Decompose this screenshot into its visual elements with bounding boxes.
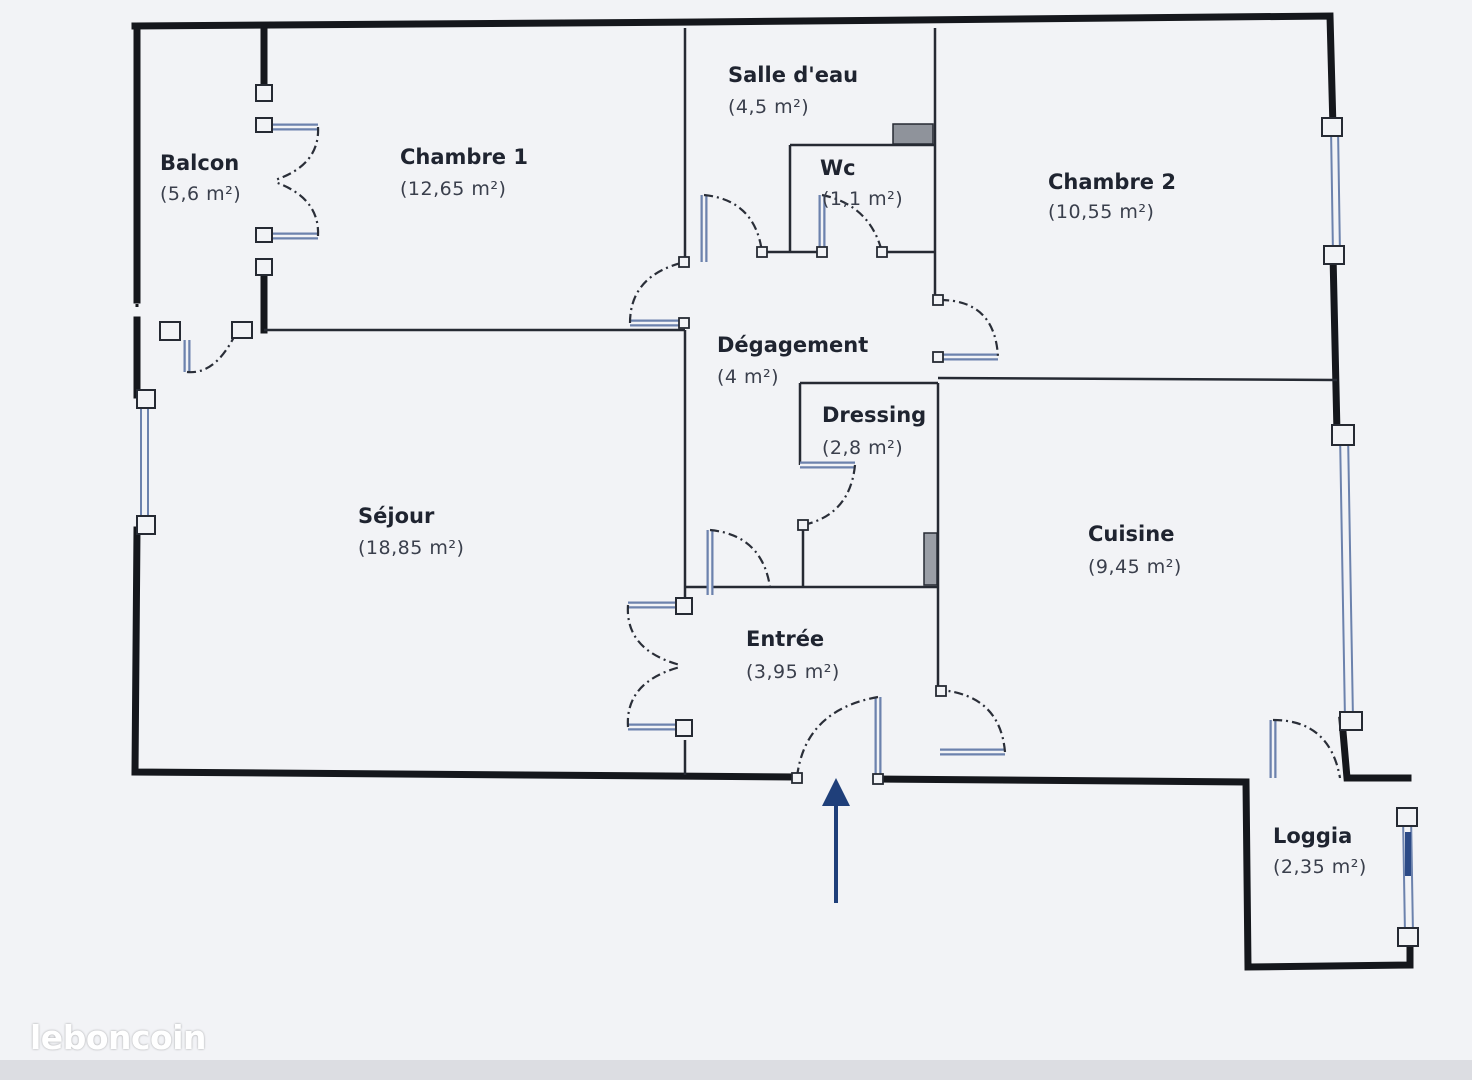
room-name: Dressing: [822, 403, 926, 427]
outer-walls: [131, 12, 1414, 971]
column: [923, 532, 938, 586]
room-area: (9,45 m²): [1088, 556, 1182, 578]
room-balcon: Balcon (5,6 m²): [160, 151, 241, 205]
room-salle-d-eau: Salle d'eau (4,5 m²): [728, 63, 858, 118]
room-area: (4,5 m²): [728, 96, 809, 118]
room-name: Séjour: [358, 504, 435, 528]
room-area: (5,6 m²): [160, 183, 241, 205]
room-area: (3,95 m²): [746, 661, 840, 683]
room-name: Dégagement: [717, 333, 868, 357]
partitions: [264, 28, 1338, 775]
room-name: Loggia: [1273, 824, 1352, 848]
room-cuisine: Cuisine (9,45 m²): [1088, 522, 1182, 578]
room-sejour: Séjour (18,85 m²): [358, 504, 464, 559]
room-name: Wc: [820, 156, 856, 180]
room-chambre-1: Chambre 1 (12,65 m²): [400, 145, 528, 200]
room-name: Chambre 2: [1048, 170, 1176, 194]
room-area: (1,1 m²): [822, 188, 903, 210]
watermark-logo: leboncoin: [30, 1018, 207, 1057]
room-name: Entrée: [746, 627, 824, 651]
room-name: Cuisine: [1088, 522, 1174, 546]
windows: [140, 127, 1414, 936]
room-name: Chambre 1: [400, 145, 528, 169]
room-area: (2,35 m²): [1273, 856, 1367, 878]
room-area: (10,55 m²): [1048, 201, 1154, 223]
room-loggia: Loggia (2,35 m²): [1273, 824, 1367, 878]
room-wc: Wc (1,1 m²): [820, 156, 903, 210]
room-entree: Entrée (3,95 m²): [746, 627, 840, 683]
hinge-dots: [678, 246, 947, 785]
room-area: (18,85 m²): [358, 537, 464, 559]
room-dressing: Dressing (2,8 m²): [822, 403, 926, 459]
room-name: Salle d'eau: [728, 63, 858, 87]
jamb-markers: [136, 84, 1419, 947]
paper-shadow: [0, 1060, 1472, 1080]
door-swings: [186, 126, 1342, 779]
room-chambre-2: Chambre 2 (10,55 m²): [1048, 170, 1176, 223]
room-area: (4 m²): [717, 366, 779, 388]
room-area: (2,8 m²): [822, 437, 903, 459]
room-area: (12,65 m²): [400, 178, 506, 200]
room-name: Balcon: [160, 151, 239, 175]
duct: [892, 123, 934, 145]
arrow-up-icon: [822, 778, 850, 903]
room-degagement: Dégagement (4 m²): [717, 333, 868, 388]
